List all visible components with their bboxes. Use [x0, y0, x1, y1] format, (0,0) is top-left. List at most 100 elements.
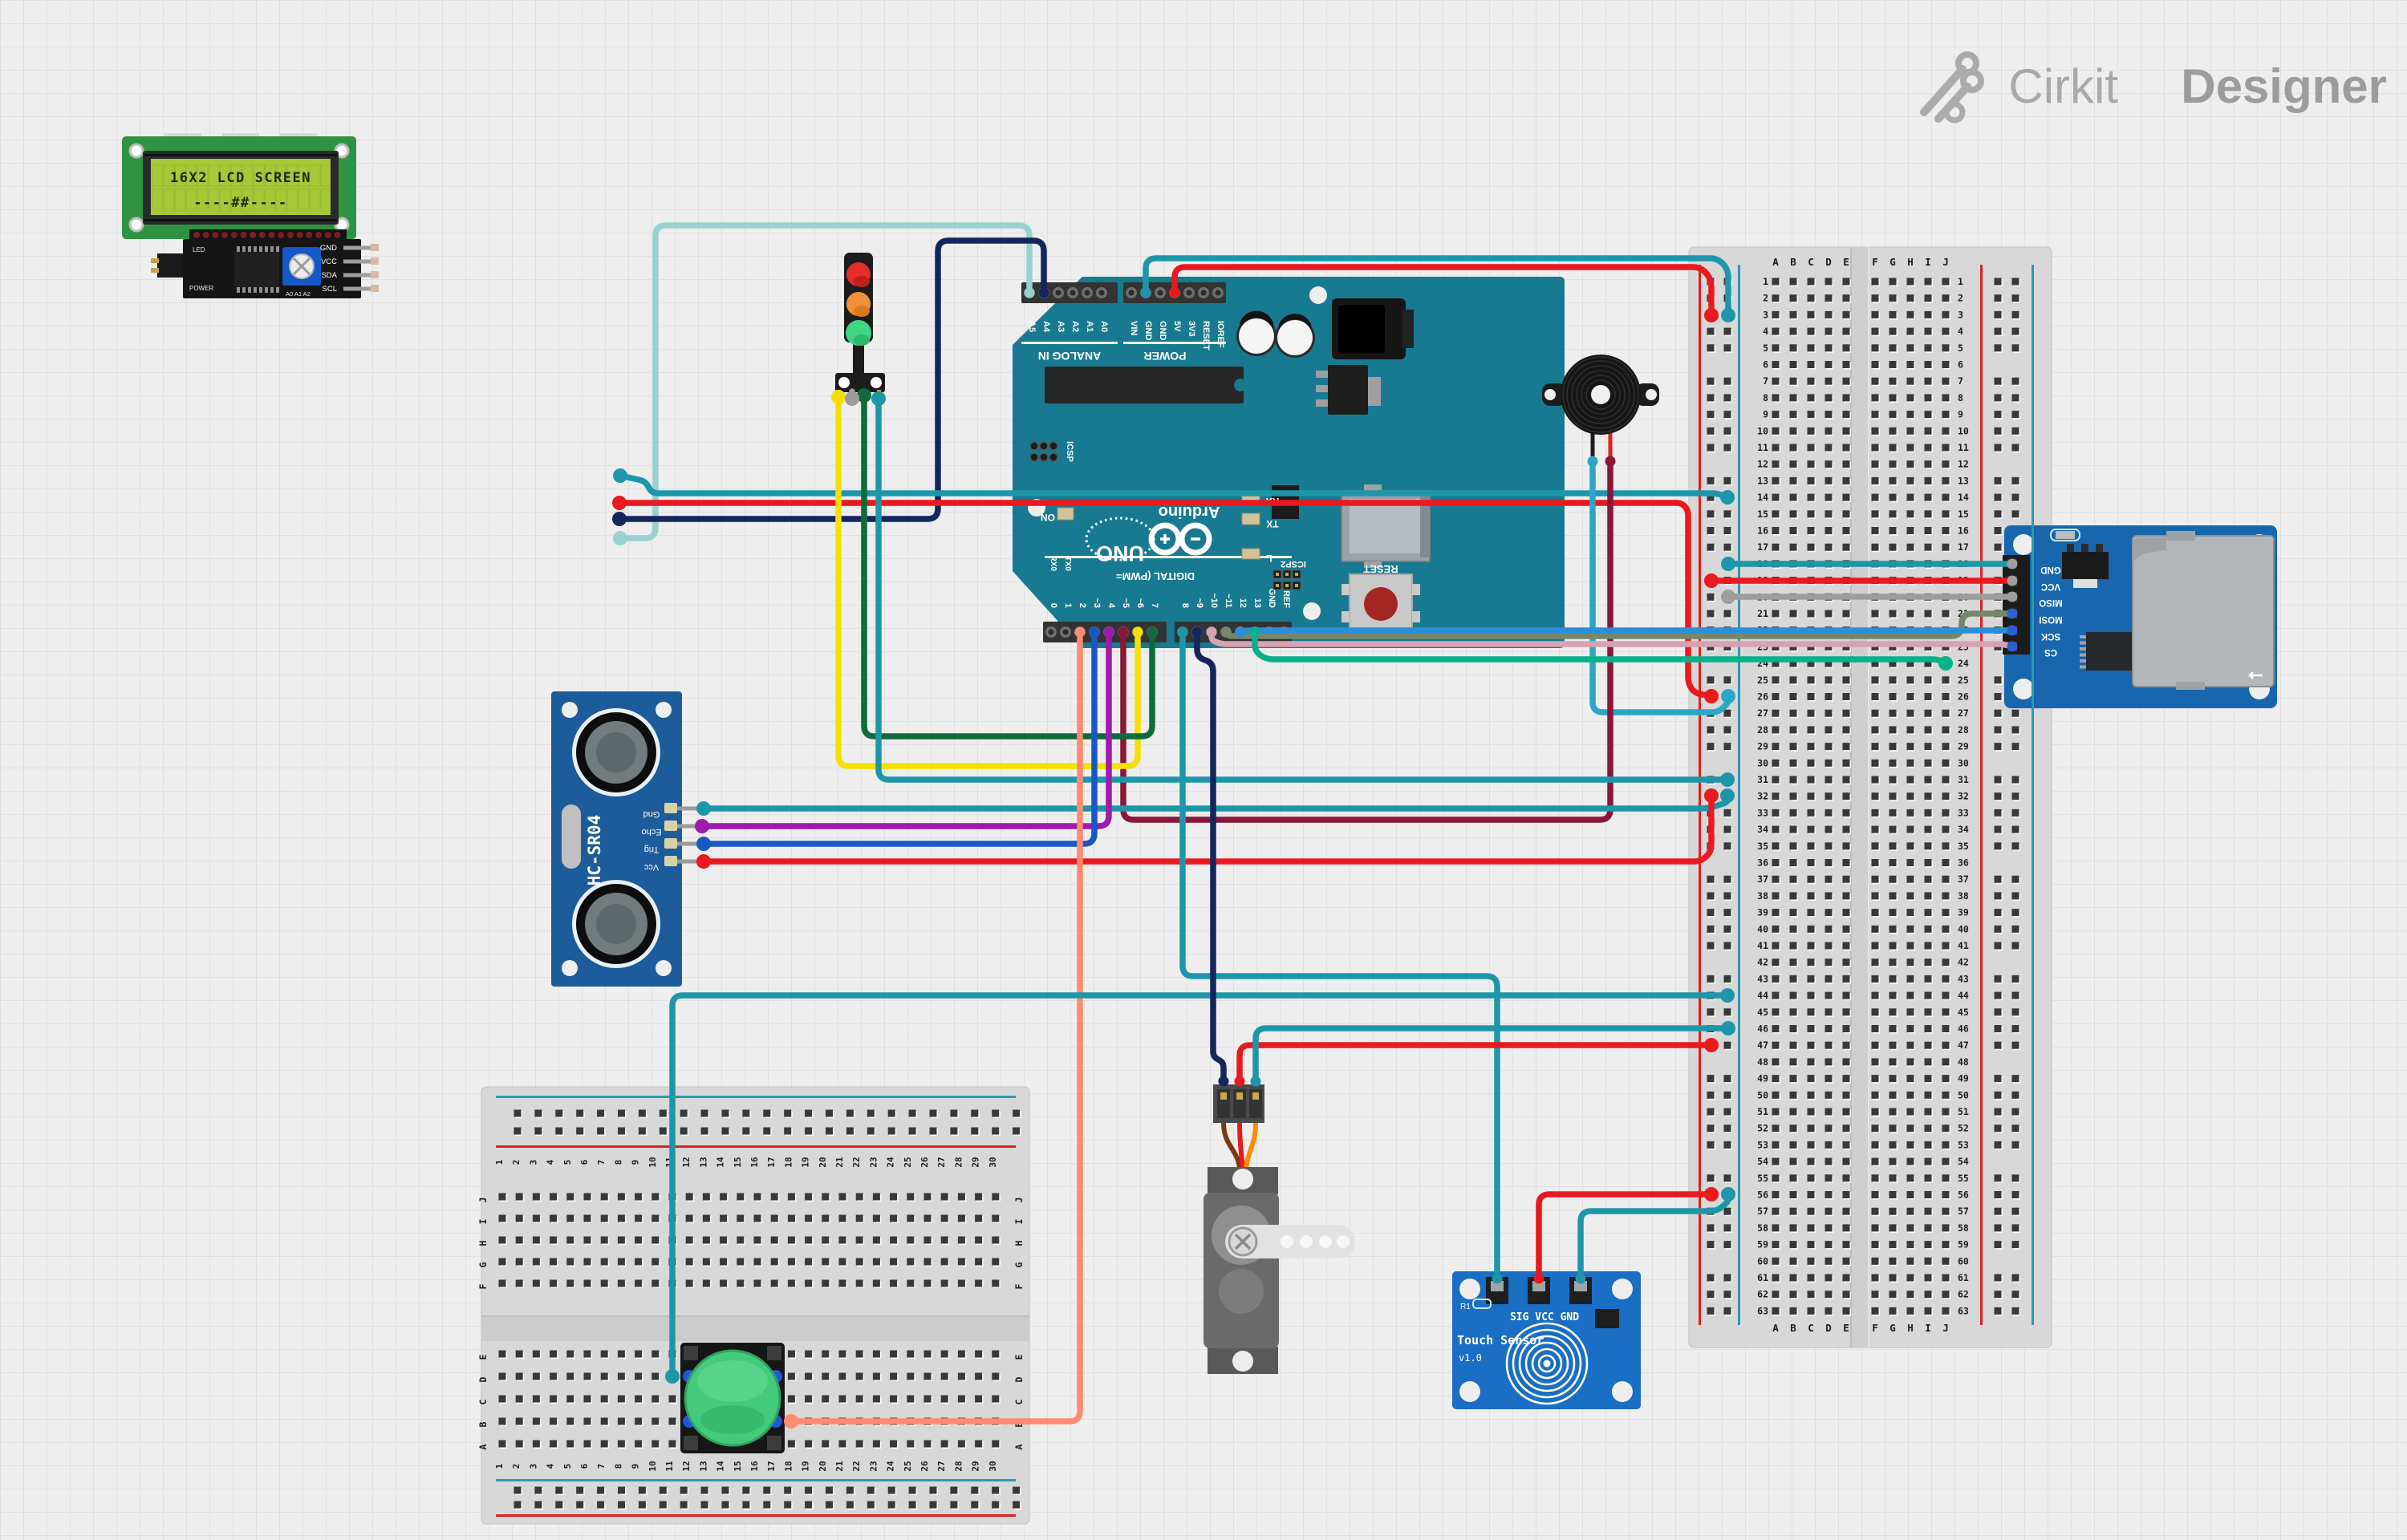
breadboard-hole[interactable] [1942, 460, 1950, 468]
breadboard-hole[interactable] [1871, 975, 1879, 983]
breadboard-hole[interactable] [787, 1236, 795, 1244]
breadboard-hole[interactable] [566, 1440, 574, 1448]
breadboard-hole[interactable] [583, 1395, 591, 1403]
breadboard-hole[interactable] [720, 1279, 728, 1287]
breadboard-hole[interactable] [685, 1258, 693, 1266]
breadboard-hole[interactable] [1723, 510, 1731, 518]
breadboard-hole[interactable] [1994, 1174, 2002, 1182]
pin-connection-dot[interactable] [1533, 1273, 1544, 1284]
wire-endpoint[interactable] [1704, 788, 1719, 803]
pin-connection-dot[interactable] [1089, 626, 1100, 638]
breadboard-hole[interactable] [635, 1417, 643, 1425]
breadboard-hole[interactable] [1924, 991, 1932, 999]
breadboard-hole[interactable] [1924, 610, 1932, 618]
breadboard-hole[interactable] [1825, 991, 1833, 999]
breadboard-hole[interactable] [887, 1501, 895, 1509]
breadboard-hole[interactable] [1825, 942, 1833, 950]
breadboard-hole[interactable] [1994, 543, 2002, 551]
breadboard-hole[interactable] [702, 1193, 710, 1201]
breadboard-hole[interactable] [2011, 875, 2019, 883]
breadboard-hole[interactable] [1707, 942, 1715, 950]
breadboard-hole[interactable] [1942, 1207, 1950, 1215]
breadboard-hole[interactable] [1994, 1207, 2002, 1215]
breadboard-hole[interactable] [1789, 743, 1797, 751]
breadboard-hole[interactable] [2011, 776, 2019, 784]
breadboard-hole[interactable] [583, 1279, 591, 1287]
breadboard-hole[interactable] [1825, 1241, 1833, 1249]
breadboard-hole[interactable] [1789, 460, 1797, 468]
breadboard-hole[interactable] [1825, 1224, 1833, 1232]
hcsr04-pin[interactable] [664, 838, 677, 849]
breadboard-hole[interactable] [638, 1109, 646, 1117]
breadboard-hole[interactable] [1825, 1257, 1833, 1265]
breadboard-hole[interactable] [1906, 1108, 1914, 1116]
breadboard-hole[interactable] [1906, 493, 1914, 501]
breadboard-hole[interactable] [1707, 394, 1715, 402]
breadboard-hole[interactable] [1889, 1307, 1897, 1315]
breadboard-hole[interactable] [555, 1486, 563, 1494]
breadboard-hole[interactable] [1789, 975, 1797, 983]
breadboard-hole[interactable] [1942, 1157, 1950, 1165]
wire-teal[interactable] [1252, 1025, 1731, 1084]
breadboard-hole[interactable] [498, 1395, 506, 1403]
breadboard-hole[interactable] [1707, 527, 1715, 534]
breadboard-hole[interactable] [1825, 1058, 1833, 1066]
breadboard-hole[interactable] [1772, 842, 1780, 850]
breadboard-hole[interactable] [1789, 543, 1797, 551]
breadboard-hole[interactable] [1789, 278, 1797, 286]
pin-connection-dot[interactable] [1140, 287, 1151, 298]
breadboard-hole[interactable] [784, 1127, 792, 1135]
breadboard-hole[interactable] [1789, 310, 1797, 318]
breadboard-hole[interactable] [600, 1395, 608, 1403]
breadboard-hole[interactable] [1924, 1291, 1932, 1299]
breadboard-hole[interactable] [1789, 377, 1797, 385]
pin-connection-dot[interactable] [1191, 626, 1203, 638]
breadboard-hole[interactable] [1842, 909, 1850, 917]
breadboard-hole[interactable] [617, 1258, 625, 1266]
breadboard-hole[interactable] [1994, 1108, 2002, 1116]
breadboard-hole[interactable] [805, 1350, 813, 1358]
breadboard-hole[interactable] [1789, 825, 1797, 833]
breadboard-hole[interactable] [2011, 411, 2019, 419]
wire-endpoint[interactable] [831, 390, 846, 404]
breadboard-hole[interactable] [1807, 1207, 1815, 1215]
breadboard-hole[interactable] [1842, 476, 1850, 484]
breadboard-hole[interactable] [1772, 1291, 1780, 1299]
breadboard-hole[interactable] [1807, 726, 1815, 734]
breadboard-hole[interactable] [1842, 510, 1850, 518]
breadboard-hole[interactable] [950, 1486, 958, 1494]
breadboard-hole[interactable] [583, 1372, 591, 1380]
breadboard-hole[interactable] [838, 1193, 846, 1201]
wire-endpoint[interactable] [1721, 557, 1735, 571]
breadboard-hole[interactable] [1942, 875, 1950, 883]
breadboard-hole[interactable] [1924, 909, 1932, 917]
breadboard-hole[interactable] [600, 1193, 608, 1201]
breadboard-hole[interactable] [787, 1214, 795, 1222]
breadboard-hole[interactable] [1889, 460, 1897, 468]
breadboard-hole[interactable] [1825, 1075, 1833, 1083]
breadboard-hole[interactable] [1924, 975, 1932, 983]
breadboard-hole[interactable] [1994, 1141, 2002, 1149]
pin-connection-dot[interactable] [1038, 287, 1049, 298]
breadboard-hole[interactable] [1871, 1307, 1879, 1315]
breadboard-hole[interactable] [872, 1258, 880, 1266]
breadboard-hole[interactable] [838, 1440, 846, 1448]
breadboard-hole[interactable] [753, 1236, 761, 1244]
breadboard-hole[interactable] [566, 1350, 574, 1358]
breadboard-hole[interactable] [1842, 709, 1850, 717]
i2c-pin[interactable] [371, 257, 379, 265]
breadboard-hole[interactable] [1889, 825, 1897, 833]
breadboard-hole[interactable] [1889, 776, 1897, 784]
breadboard-hole[interactable] [1789, 1257, 1797, 1265]
breadboard-hole[interactable] [1772, 427, 1780, 435]
wire-paleteal[interactable] [617, 222, 1033, 541]
breadboard-hole[interactable] [1825, 925, 1833, 933]
breadboard-hole[interactable] [1807, 776, 1815, 784]
wire-endpoint[interactable] [1721, 689, 1735, 703]
breadboard-hole[interactable] [2011, 808, 2019, 817]
breadboard-hole[interactable] [1889, 1207, 1897, 1215]
breadboard-hole[interactable] [950, 1109, 958, 1117]
breadboard-hole[interactable] [1842, 759, 1850, 767]
breadboard-hole[interactable] [1842, 344, 1850, 352]
breadboard-hole[interactable] [992, 1372, 1000, 1380]
